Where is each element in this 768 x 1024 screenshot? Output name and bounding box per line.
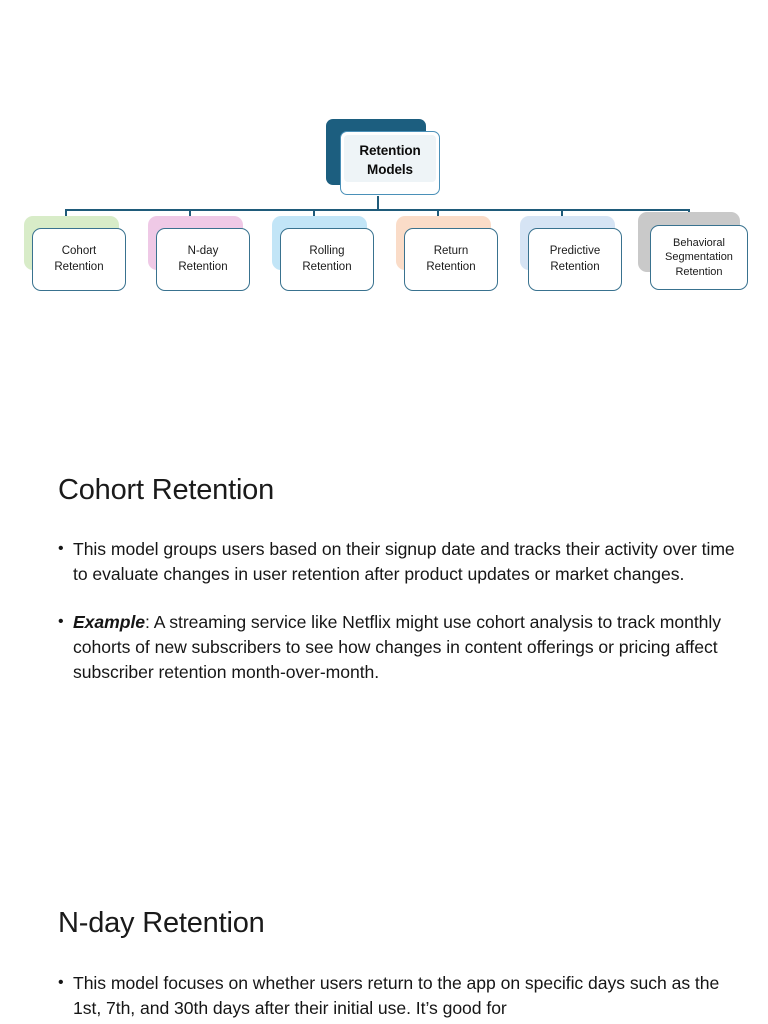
bullet-text: This model groups users based on their s… [73,538,735,585]
bullet-lead: Example [73,611,146,632]
bullet-list: This model groups users based on their s… [58,537,748,686]
bullet-text: : A streaming service like Netflix might… [73,611,722,683]
list-item: Example: A streaming service like Netfli… [58,610,748,686]
section-n-day-retention: N-day Retention This model focuses on wh… [58,907,748,1022]
list-item: This model focuses on whether users retu… [58,971,748,1022]
page-title: Cohort Retention [58,474,275,506]
bullet-list: This model focuses on whether users retu… [58,971,748,1022]
root-node-fill [344,135,436,182]
section-cohort-retention: Cohort Retention This model groups users… [58,474,748,686]
list-item: This model groups users based on their s… [58,537,748,588]
page-title: N-day Retention [58,907,265,939]
bullet-text: This model focuses on whether users retu… [73,972,720,1019]
